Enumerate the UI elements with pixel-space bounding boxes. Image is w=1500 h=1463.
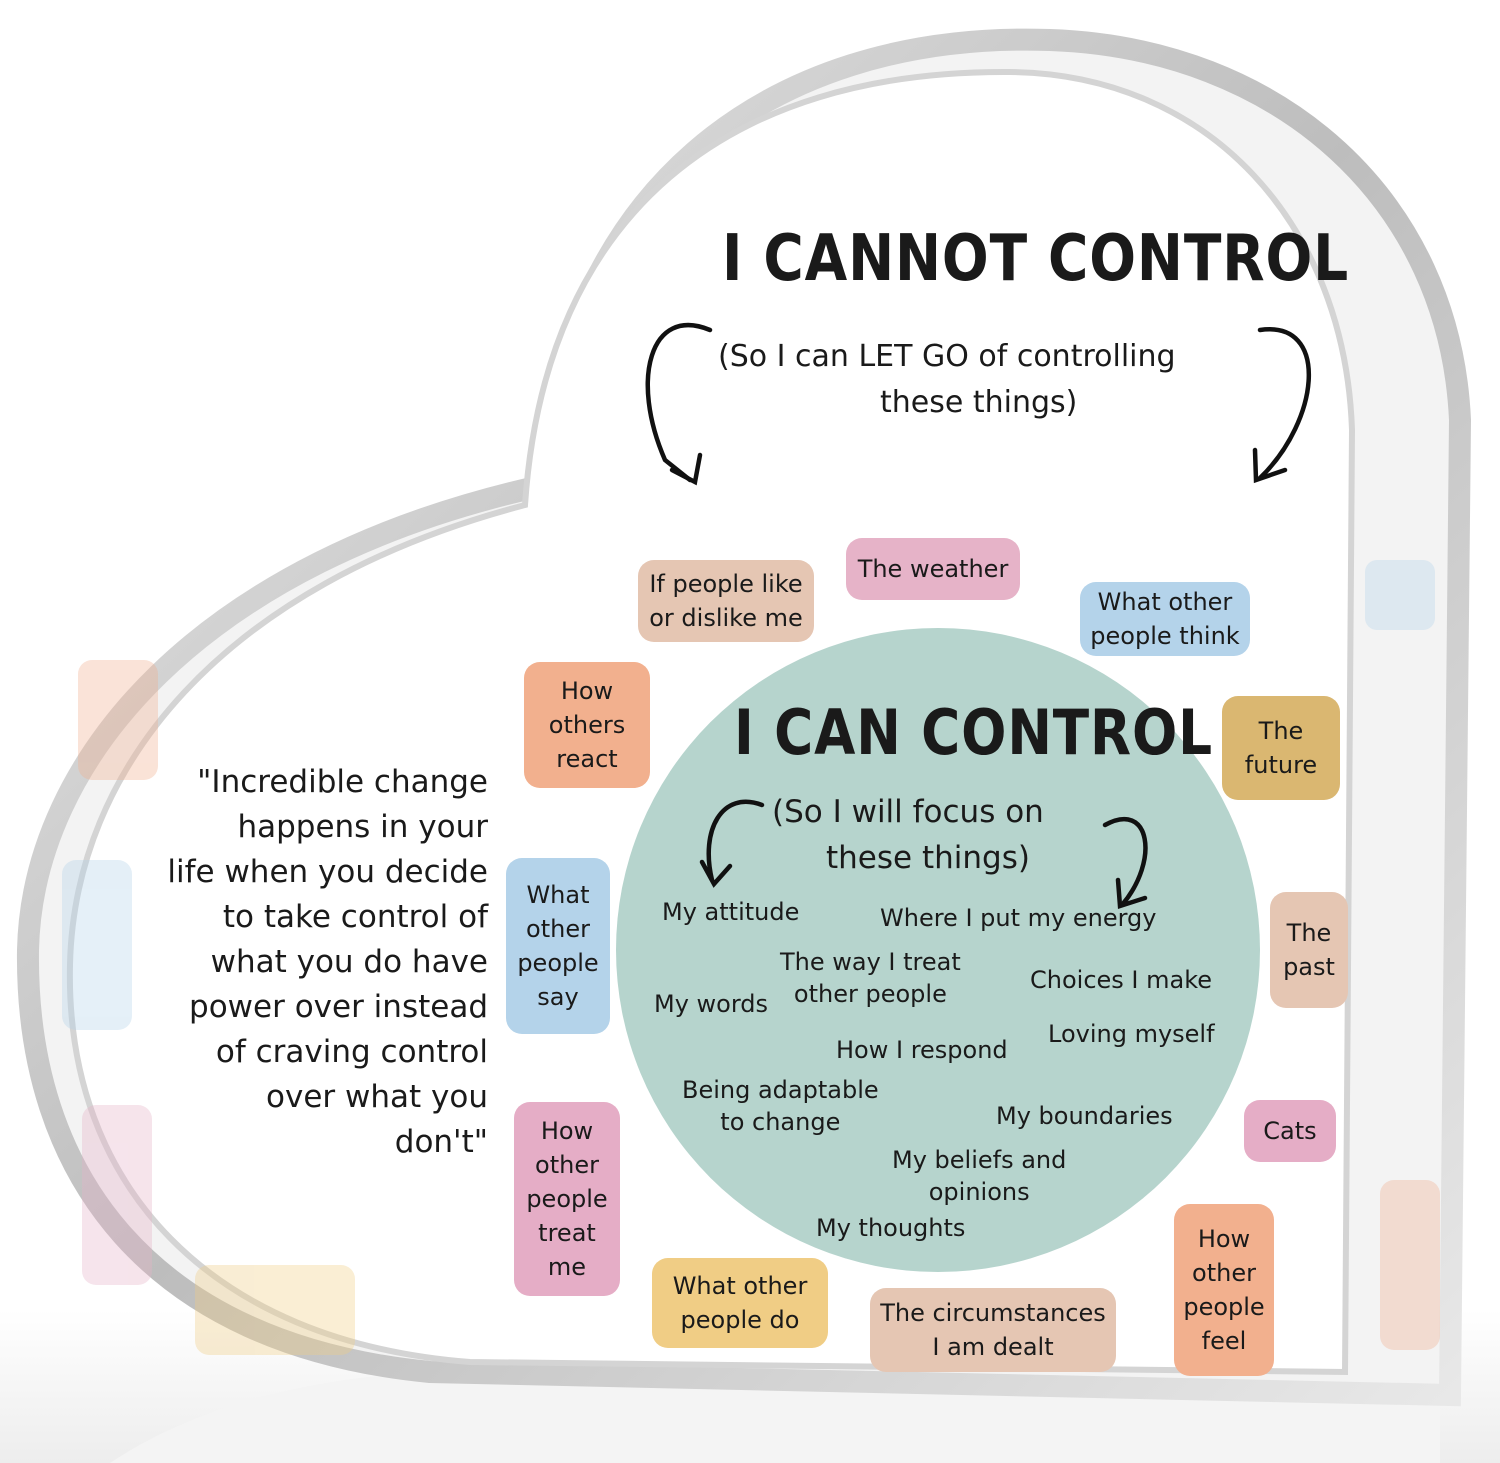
left-arrow-head-icon — [669, 452, 703, 486]
inner-left-arrow-icon — [706, 799, 765, 883]
can-control-title: I CAN CONTROL — [734, 696, 1213, 769]
can-item-words: My words — [654, 990, 769, 1018]
right-arrow-head-icon — [1252, 447, 1288, 484]
chip-cats: Cats — [1244, 1100, 1336, 1162]
can-control-subtitle-line2: these things) — [826, 840, 1030, 876]
can-control-circle — [616, 628, 1260, 1272]
left-curved-arrow-icon — [645, 322, 713, 483]
can-control-subtitle-line1: (So I will focus on — [772, 794, 1044, 830]
quote-text: "Incredible change happens in your life … — [167, 764, 488, 1160]
inner-right-arrow-icon — [1102, 816, 1148, 908]
can-item-choices: Choices I make — [1030, 966, 1213, 994]
can-item-respond: How I respond — [836, 1036, 1008, 1064]
can-item-thoughts: My thoughts — [816, 1214, 966, 1242]
can-item-loving: Loving myself — [1048, 1020, 1215, 1048]
inner-left-arrow-head-icon — [699, 859, 733, 888]
can-item-boundaries: My boundaries — [996, 1102, 1173, 1130]
can-item-attitude: My attitude — [662, 898, 800, 926]
chip-weather: The weather — [846, 538, 1020, 600]
edge-reflections — [62, 560, 1440, 1355]
can-item-energy: Where I put my energy — [880, 904, 1157, 932]
cannot-control-subtitle-line1: (So I can LET GO of controlling — [718, 339, 1176, 374]
inner-right-arrow-head-icon — [1115, 877, 1148, 910]
right-curved-arrow-icon — [1257, 327, 1311, 481]
cannot-control-subtitle-line2: these things) — [880, 385, 1078, 420]
cannot-control-title: I CANNOT CONTROL — [722, 222, 1350, 296]
